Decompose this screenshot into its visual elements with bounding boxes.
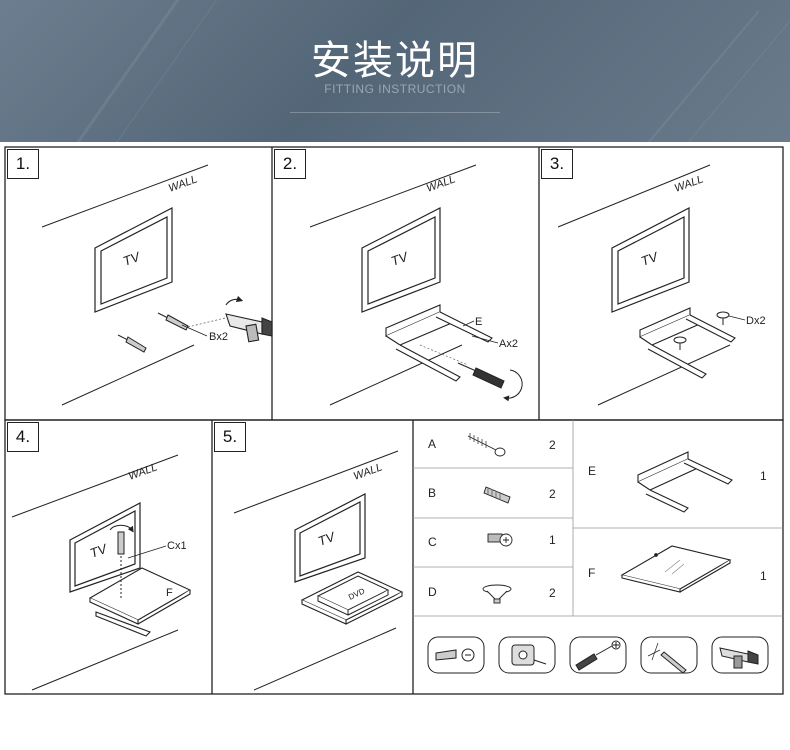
step-1-callout: Bx2: [209, 331, 228, 343]
step-2-screwdriver-icon: [457, 362, 523, 402]
tools-row: [427, 636, 769, 674]
long-screw-icon: [467, 433, 506, 457]
parts-table: [413, 420, 783, 617]
panel-grid: [4, 146, 784, 695]
banner-subtitle: FITTING INSTRUCTION: [324, 82, 466, 96]
step-5-wall-label: WALL: [352, 461, 384, 482]
part-c-qty: 1: [549, 533, 556, 547]
step-1-anchor-left: [117, 334, 147, 353]
part-b-row: B 2: [428, 486, 556, 504]
step-5-dvd-player: [316, 575, 390, 616]
step-3-panel: WALL TV Dx2: [557, 164, 766, 406]
step-4-shelf: [88, 567, 192, 637]
step-3-tv-label: TV: [639, 249, 661, 269]
part-e-letter: E: [588, 464, 596, 478]
banner-title: 安装说明: [311, 38, 479, 84]
banner-divider: [290, 112, 500, 113]
step-5-tv: [294, 493, 366, 583]
header-banner: 安装说明 FITTING INSTRUCTION: [0, 0, 790, 142]
step-5-panel: WALL TV DVD: [233, 450, 404, 691]
step-1-tv: [94, 207, 173, 313]
step-2-callout-a: Ax2: [499, 338, 518, 350]
step-4-callout-f: F: [166, 587, 173, 599]
part-c-row: C 1: [428, 533, 556, 549]
step-1-panel: WALL TV Bx2: [41, 164, 273, 406]
part-f-row: F 1: [588, 545, 767, 593]
part-d-row: D 2: [428, 584, 556, 604]
step-2-wall-label: WALL: [425, 173, 457, 194]
step-4-panel: WALL TV Cx1 F: [11, 454, 192, 691]
step-1-tv-label: TV: [121, 249, 143, 269]
step-4-bolt: [109, 524, 134, 600]
step-2-panel: WALL TV E Ax2: [309, 164, 523, 406]
step-1-anchor-right: [157, 312, 189, 331]
part-c-letter: C: [428, 535, 437, 549]
step-3-bracket: [639, 307, 736, 379]
part-b-qty: 2: [549, 487, 556, 501]
step-5-tv-label: TV: [316, 529, 338, 549]
instruction-diagram: WALL TV Bx2 WALL: [4, 146, 784, 695]
pencil-icon: [640, 636, 698, 674]
power-drill-icon: [711, 636, 769, 674]
wall-anchor-icon: [483, 486, 511, 504]
anchor-tool-icon: [427, 636, 485, 674]
step-1-number: 1.: [7, 149, 39, 179]
step-4-callout-c: Cx1: [167, 540, 187, 552]
step-2-tv: [361, 207, 441, 313]
part-d-qty: 2: [549, 586, 556, 600]
part-d-letter: D: [428, 585, 437, 599]
washer-cap-icon: [482, 584, 512, 604]
step-3-number: 3.: [541, 149, 573, 179]
part-a-qty: 2: [549, 438, 556, 452]
step-5-number: 5.: [214, 422, 246, 452]
step-3-tv: [611, 207, 690, 313]
glass-shelf-icon: [620, 545, 732, 593]
screwdriver-icon: [569, 636, 627, 674]
tape-measure-icon: [498, 636, 556, 674]
step-3-wall-label: WALL: [673, 173, 705, 194]
part-b-letter: B: [428, 486, 436, 500]
part-e-row: E 1: [588, 451, 767, 513]
part-f-letter: F: [588, 566, 595, 580]
step-1-drill-icon: [225, 295, 273, 343]
step-2-tv-label: TV: [389, 249, 411, 269]
step-4-number: 4.: [7, 422, 39, 452]
step-4-tv-label: TV: [88, 541, 110, 561]
step-1-wall-label: WALL: [167, 173, 199, 194]
part-a-row: A 2: [428, 433, 556, 457]
step-2-callout-e: E: [475, 316, 482, 328]
short-bolt-icon: [487, 533, 513, 547]
step-3-callout: Dx2: [746, 315, 766, 327]
bracket-icon: [637, 451, 733, 513]
step-2-number: 2.: [274, 149, 306, 179]
part-f-qty: 1: [760, 569, 767, 583]
step-3-caps: [673, 311, 730, 350]
part-e-qty: 1: [760, 469, 767, 483]
part-a-letter: A: [428, 437, 436, 451]
